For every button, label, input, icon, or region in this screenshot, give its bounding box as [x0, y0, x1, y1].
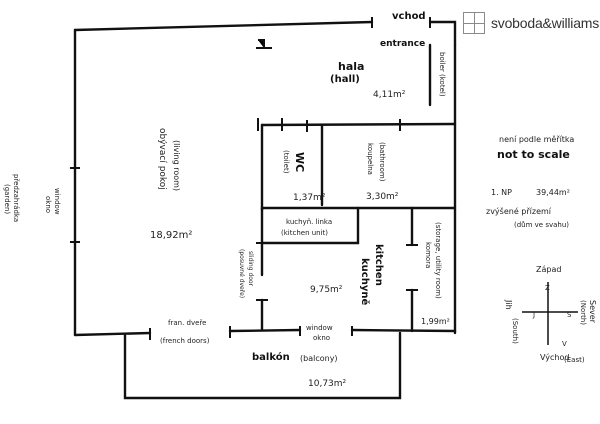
toilet-label: (toilet)	[282, 150, 290, 174]
raised-en: (dům ve svahu)	[514, 221, 569, 229]
french-doors-cz: fran. dveře	[168, 319, 206, 327]
garden-cz: předzahrádka	[12, 174, 20, 222]
living-en-label: (living room)	[172, 140, 181, 191]
living-area: 18,92m²	[150, 230, 192, 241]
kitchen-area: 9,75m²	[310, 285, 343, 295]
storage-label: (storage, utility room)	[434, 222, 442, 299]
hall-area: 4,11m²	[373, 90, 406, 100]
compass-south-en: (South)	[511, 318, 519, 344]
sliding-door-cz: sliding door	[247, 251, 254, 287]
brand-mark-icon	[463, 12, 485, 34]
wall-bottom-right	[350, 328, 457, 333]
komora-label: komora	[424, 242, 432, 268]
balcony-area: 10,73m²	[308, 379, 347, 389]
hall-door-mark	[256, 39, 272, 49]
balcony-cz-label: balkón	[252, 351, 290, 363]
wall-top-right	[428, 20, 457, 47]
compass-north: Sever	[588, 300, 597, 324]
boiler-label: boiler (kotel)	[438, 52, 446, 97]
brand-name: svoboda&williams	[491, 15, 600, 31]
kitchen-unit-outline	[260, 206, 360, 245]
window-bottom-en: window	[306, 324, 333, 332]
brand-logo: svoboda&williams	[463, 12, 599, 34]
wall-bottom-mid	[228, 328, 302, 333]
entrance-label: entrance	[380, 39, 425, 49]
vchod-label: vchod	[392, 11, 426, 22]
kitchen-unit-cz: kuchyň. linka	[286, 218, 332, 226]
komora-area: 1,99m²	[421, 317, 450, 326]
walls	[73, 20, 457, 400]
compass-west: Západ	[536, 265, 561, 274]
compass-j: J	[532, 311, 535, 319]
french-doors-en: (french doors)	[160, 337, 210, 345]
kitchen-en-label: kitchen	[373, 244, 384, 286]
bath-en-label: (bathroom)	[378, 142, 386, 182]
kitchen-cz-label: kuchyně	[359, 258, 371, 305]
wc-area: 1,37m²	[293, 193, 326, 203]
komora-door-ticks	[406, 244, 418, 291]
wall-top	[73, 20, 374, 32]
living-cz-label: obývací pokoj	[157, 128, 167, 190]
scale-en-note: not to scale	[497, 148, 570, 161]
slider-ticks	[256, 242, 268, 301]
window-bottom-cz: okno	[313, 334, 330, 342]
compass-east: Východ	[540, 353, 569, 362]
scale-cz-note: není podle měřítka	[499, 135, 574, 144]
compass-rose	[522, 282, 578, 345]
window-left-cz: okno	[44, 196, 52, 213]
floor-area: 39,44m²	[536, 188, 570, 197]
compass-s: S	[567, 311, 572, 319]
entrance-ticks	[371, 17, 431, 28]
kitchen-unit-en: (kitchen unit)	[281, 229, 328, 237]
raised-cz: zvýšené přízemí	[486, 206, 552, 216]
wall-bottom-left	[73, 331, 152, 337]
sliding-door-en: (posuvné dveře)	[238, 249, 245, 298]
bath-area: 3,30m²	[366, 192, 399, 202]
compass-east-en: (East)	[564, 356, 585, 364]
balcony-outline	[123, 331, 402, 400]
window-bottom-ticks	[299, 326, 353, 336]
french-door-ticks	[149, 326, 231, 340]
compass-north-en: (North)	[579, 300, 587, 325]
wc-door-ticks	[257, 118, 283, 131]
wc-label: WC	[293, 152, 306, 172]
floor-label: 1. NP	[491, 188, 512, 197]
compass-z: Z	[545, 284, 550, 292]
garden-en: (garden)	[3, 184, 11, 214]
compass-v: V	[562, 340, 567, 348]
window-left-ticks	[70, 167, 80, 243]
hall-en-label: (hall)	[330, 74, 360, 85]
bath-door-ticks	[306, 119, 401, 132]
balcony-en-label: (balcony)	[300, 354, 338, 363]
bath-cz-label: koupelna	[366, 143, 374, 175]
window-left-en: window	[53, 188, 61, 215]
compass-south: Jih	[504, 299, 513, 310]
hall-cz-label: hala	[338, 60, 364, 73]
wall-inner-top	[260, 122, 457, 127]
door-ticks	[70, 17, 431, 340]
